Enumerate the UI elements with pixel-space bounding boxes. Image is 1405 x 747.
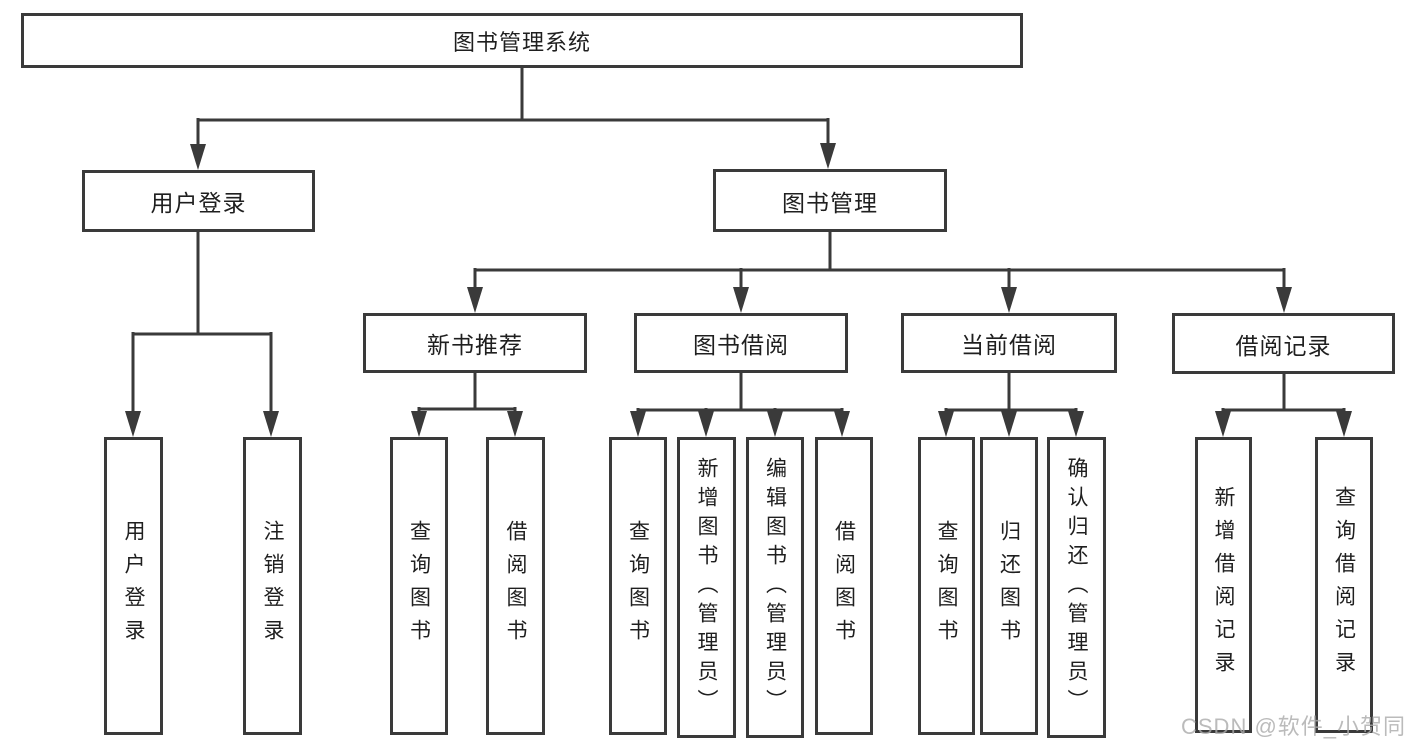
node-user-login-branch: 用户登录 <box>82 170 315 232</box>
node-label: 借阅记录 <box>1235 332 1332 359</box>
leaf-add-books-admin: 新增图书（管理员） <box>677 437 736 738</box>
node-label: 查询图书 <box>626 520 650 652</box>
node-label: 图书管理 <box>782 189 878 216</box>
node-label: 新增图书（管理员） <box>695 457 718 718</box>
node-new-book-recommend: 新书推荐 <box>363 313 587 373</box>
node-library-management-system: 图书管理系统 <box>21 13 1023 68</box>
leaf-confirm-return-admin: 确认归还（管理员） <box>1047 437 1106 738</box>
node-label: 确认归还（管理员） <box>1065 457 1088 718</box>
node-label: 新书推荐 <box>427 332 523 358</box>
leaf-borrow-books-recommend: 借阅图书 <box>486 437 545 735</box>
leaf-logout: 注销登录 <box>243 437 302 735</box>
node-label: 编辑图书（管理员） <box>763 457 787 718</box>
node-label: 用户登录 <box>122 520 145 652</box>
node-label: 查询图书 <box>935 520 958 652</box>
leaf-query-books-current: 查询图书 <box>918 437 975 735</box>
node-current-borrowing: 当前借阅 <box>901 313 1117 373</box>
node-book-management-branch: 图书管理 <box>713 169 947 232</box>
node-label: 用户登录 <box>150 190 247 216</box>
arrowheads <box>125 143 1352 437</box>
node-label: 新增借阅记录 <box>1212 486 1235 684</box>
node-label: 当前借阅 <box>961 332 1057 358</box>
leaf-add-borrow-record: 新增借阅记录 <box>1195 437 1252 733</box>
node-label: 图书管理系统 <box>452 29 591 55</box>
node-label: 归还图书 <box>997 520 1021 652</box>
leaf-query-books-borrowing: 查询图书 <box>609 437 667 735</box>
leaf-edit-books-admin: 编辑图书（管理员） <box>746 437 804 738</box>
leaf-borrow-books: 借阅图书 <box>815 437 873 735</box>
node-label: 查询图书 <box>407 520 431 652</box>
node-label: 借阅图书 <box>832 520 856 652</box>
node-label: 图书借阅 <box>693 332 789 358</box>
leaf-query-borrow-record: 查询借阅记录 <box>1315 437 1373 733</box>
leaf-user-login: 用户登录 <box>104 437 163 735</box>
node-label: 查询借阅记录 <box>1332 486 1356 684</box>
node-book-borrowing: 图书借阅 <box>634 313 848 373</box>
node-label: 借阅图书 <box>504 520 527 652</box>
node-borrowing-records: 借阅记录 <box>1172 313 1395 374</box>
node-label: 注销登录 <box>261 520 284 652</box>
csdn-watermark: CSDN @软件_小贺同学 <box>1181 714 1405 739</box>
leaf-return-books: 归还图书 <box>980 437 1038 735</box>
leaf-query-books-recommend: 查询图书 <box>390 437 448 735</box>
